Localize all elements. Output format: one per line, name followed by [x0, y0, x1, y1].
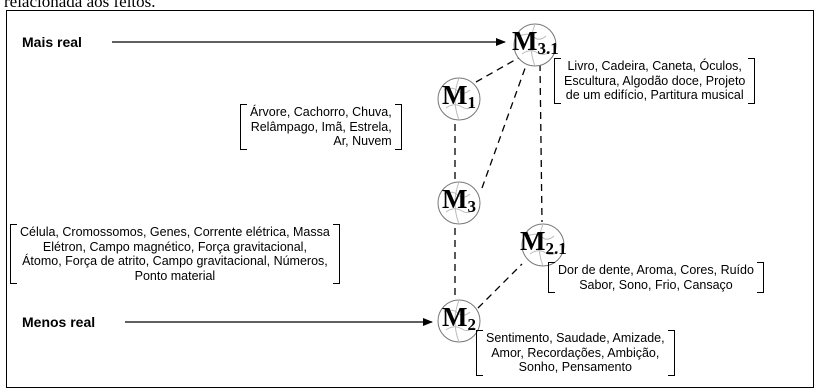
example-line: Elétron, Campo magnético, Força gravitac… [42, 239, 307, 254]
examples-m1: Árvore, Cachorro, Chuva, Relâmpago, Imã,… [240, 104, 402, 150]
node-label: M1 [442, 80, 476, 112]
node-m1: M1 [436, 76, 482, 122]
link-m1-m31 [475, 55, 523, 83]
node-label: M2 [442, 302, 476, 334]
examples-m2-1: Dor de dente, Aroma, Cores, Ruído Sabor,… [548, 262, 764, 293]
node-m2-1: M2.1 [520, 222, 567, 268]
example-line: Amor, Recordações, Ambição, [491, 345, 660, 360]
example-line: Árvore, Cachorro, Chuva, [250, 105, 392, 119]
example-line: Escultura, Algodão doce, Projeto [564, 73, 746, 88]
node-m2: M2 [436, 298, 482, 344]
link-m31-m21 [539, 63, 543, 223]
example-line: Sabor, Sono, Frio, Cansaço [579, 277, 733, 292]
node-m3: M3 [436, 180, 482, 226]
example-line: Sentimento, Saudade, Amizade, [486, 331, 665, 345]
node-m3-1: M3.1 [512, 22, 559, 68]
example-line: Ar, Nuvem [333, 134, 392, 148]
examples-m3: Célula, Cromossomos, Genes, Corrente elé… [10, 224, 340, 284]
globe-icon [513, 23, 557, 67]
example-line: Dor de dente, Aroma, Cores, Ruído [558, 263, 754, 277]
example-line: Célula, Cromossomos, Genes, Corrente elé… [20, 225, 330, 239]
globe-icon [437, 181, 481, 225]
label-mais-real: Mais real [22, 34, 82, 50]
link-m3-m31 [481, 59, 529, 189]
node-label: M2.1 [520, 226, 567, 258]
node-label: M3.1 [512, 26, 559, 58]
globe-icon [521, 223, 565, 267]
example-line: Sonho, Pensamento [518, 360, 632, 374]
globe-icon [437, 77, 481, 121]
example-line: Ponto material [134, 268, 216, 283]
node-label: M3 [442, 184, 476, 216]
examples-m2: Sentimento, Saudade, Amizade, Amor, Reco… [476, 330, 675, 376]
example-line: Relâmpago, Imã, Estrela, [250, 119, 392, 134]
example-line: Livro, Cadeira, Caneta, Óculos, [567, 59, 742, 73]
link-m2-m21 [477, 263, 523, 309]
examples-m3-1: Livro, Cadeira, Caneta, Óculos, Escultur… [554, 58, 756, 104]
label-menos-real: Menos real [22, 314, 96, 330]
example-line: de um edifício, Partitura musical [565, 88, 744, 102]
caption-fragment: relacionada aos feitos. [4, 0, 156, 11]
example-line: Átomo, Força de atrito, Campo gravitacio… [22, 254, 328, 268]
diagram-frame [6, 10, 814, 388]
globe-icon [437, 299, 481, 343]
